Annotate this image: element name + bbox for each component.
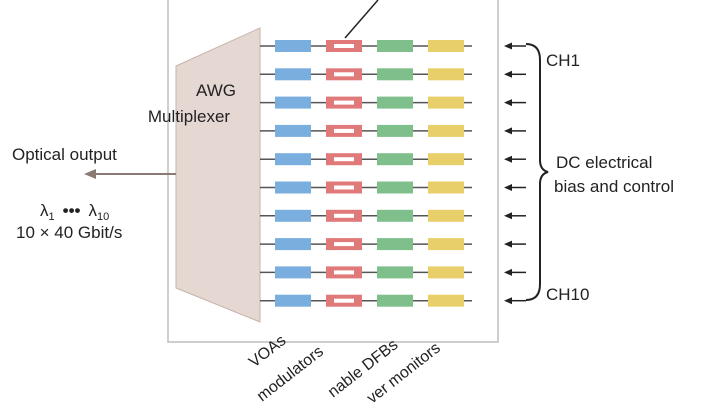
power-monitor-block xyxy=(428,238,464,251)
data-rate-label: 10 × 40 Gbit/s xyxy=(16,223,122,242)
dfb-block xyxy=(377,124,413,137)
wavelength-first-sub: 1 xyxy=(49,211,55,223)
voa-block xyxy=(275,40,311,52)
modulator-electrode xyxy=(334,157,354,162)
wavelength-first: λ xyxy=(40,201,49,220)
voa-block xyxy=(275,96,311,109)
input-arrow xyxy=(504,297,526,305)
input-arrowhead xyxy=(504,70,512,78)
dfb-block xyxy=(377,68,413,81)
power-monitor-block xyxy=(428,124,464,137)
input-arrowhead xyxy=(504,240,512,248)
input-arrowhead xyxy=(504,268,512,276)
input-arrows xyxy=(504,42,526,305)
dfb-block xyxy=(377,209,413,222)
channel-row xyxy=(260,266,472,279)
awg-label: AWG xyxy=(196,81,236,100)
channel-row xyxy=(260,68,472,81)
optical-output-label: Optical output xyxy=(12,145,117,164)
power-monitor-block xyxy=(428,266,464,279)
voa-block xyxy=(275,209,311,222)
channel-row xyxy=(260,238,472,251)
awg-multiplexer-shape xyxy=(175,27,261,323)
voa-block xyxy=(275,68,311,81)
ch1-label: CH1 xyxy=(546,51,580,70)
power-monitor-block xyxy=(428,209,464,222)
dfb-block xyxy=(377,153,413,166)
dfb-block xyxy=(377,294,413,307)
input-arrow xyxy=(504,184,526,191)
multiplexer-label: Multiplexer xyxy=(148,107,231,126)
bias-control-label: bias and control xyxy=(554,177,674,196)
input-arrow xyxy=(504,240,526,248)
power-monitor-block xyxy=(428,96,464,109)
ch10-label: CH10 xyxy=(546,285,589,304)
voa-block xyxy=(275,181,311,194)
power-monitor-block xyxy=(428,294,464,307)
input-arrow xyxy=(504,99,526,107)
voa-block xyxy=(275,266,311,279)
input-arrow xyxy=(504,268,526,276)
input-arrowhead xyxy=(504,99,512,107)
modulator-electrode xyxy=(334,100,354,105)
dfb-block xyxy=(377,96,413,109)
power-monitor-block xyxy=(428,68,464,81)
wavelength-range: λ1•••λ10 xyxy=(40,201,109,223)
chip-outline xyxy=(167,0,499,343)
wavelength-last-sub: 10 xyxy=(97,211,109,223)
modulator-electrode xyxy=(334,270,354,275)
channel-row xyxy=(260,40,472,52)
channel-row xyxy=(260,209,472,222)
voa-block xyxy=(275,153,311,166)
voa-block xyxy=(275,124,311,137)
modulator-electrode xyxy=(334,213,354,218)
wavelength-last: λ xyxy=(88,201,97,220)
modulator-electrode xyxy=(334,128,354,133)
modulator-electrode xyxy=(334,242,354,247)
dfb-block xyxy=(377,266,413,279)
modulator-electrode xyxy=(334,44,354,48)
pointer-line xyxy=(344,0,379,39)
input-arrow xyxy=(504,127,526,135)
modulator-electrode xyxy=(334,185,354,190)
input-arrowhead xyxy=(504,212,512,220)
input-arrowhead xyxy=(504,42,512,50)
optical-output-arrowhead xyxy=(84,169,96,179)
dfb-block xyxy=(377,181,413,194)
power-monitor-block xyxy=(428,181,464,194)
input-arrow xyxy=(504,70,526,78)
input-arrowhead xyxy=(504,127,512,135)
channel-row xyxy=(260,294,472,307)
voa-block xyxy=(275,294,311,307)
dfb-block xyxy=(377,238,413,251)
channel-row xyxy=(260,96,472,109)
dfb-block xyxy=(377,40,413,52)
modulator-electrode xyxy=(334,72,354,77)
input-arrowhead xyxy=(504,155,512,163)
power-monitor-block xyxy=(428,40,464,52)
input-arrowhead xyxy=(504,184,512,191)
channel-row xyxy=(260,153,472,166)
channel-row xyxy=(260,181,472,194)
modulator-electrode xyxy=(334,298,354,303)
input-arrow xyxy=(504,42,526,50)
voas-label: VOAs xyxy=(246,332,289,371)
channel-row xyxy=(260,124,472,137)
input-arrow xyxy=(504,212,526,220)
dc-electrical-label: DC electrical xyxy=(556,153,652,172)
wavelength-dots: ••• xyxy=(63,201,81,220)
input-arrow xyxy=(504,155,526,163)
input-arrowhead xyxy=(504,297,512,305)
channel-rows xyxy=(260,40,472,307)
channel-brace xyxy=(525,43,549,301)
power-monitor-block xyxy=(428,153,464,166)
voa-block xyxy=(275,238,311,251)
